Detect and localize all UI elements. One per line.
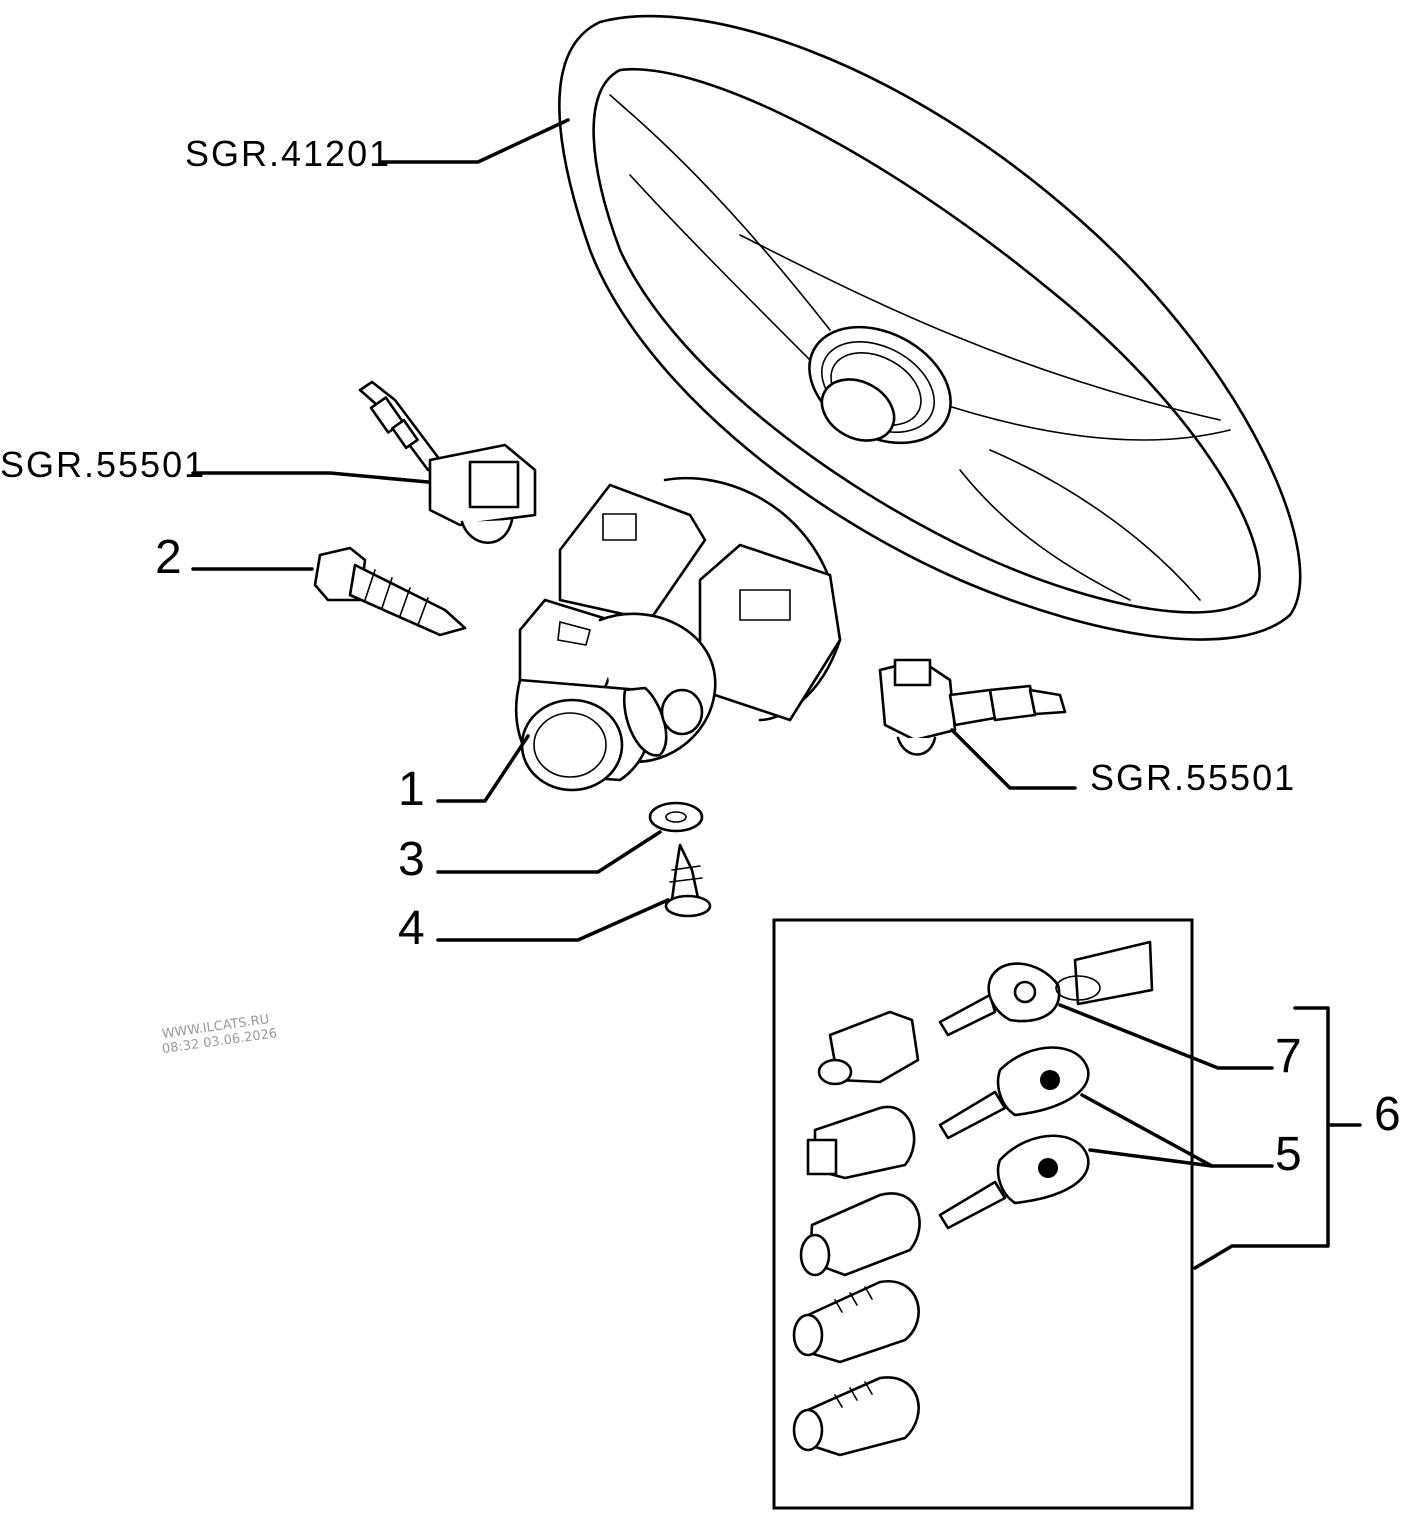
lock-cylinder-1[interactable] [817,1010,920,1086]
lock-cylinder-2[interactable] [806,1105,916,1180]
washer[interactable] [648,801,704,833]
leader-item-5a [1080,1093,1274,1168]
key-3[interactable] [938,1134,1090,1230]
callout-item-5[interactable]: 5 [1275,1128,1302,1181]
callout-item-4[interactable]: 4 [398,902,425,955]
leader-steering-wheel [378,118,570,164]
shear-bolt-screw[interactable] [313,546,467,637]
leader-item-5b [1088,1148,1214,1168]
key-2[interactable] [938,1046,1090,1140]
self-tapping-screw[interactable] [664,843,712,918]
ignition-switch-assembly[interactable] [514,476,842,792]
stalk-switch-right[interactable] [878,658,1067,756]
leader-switch-right [950,728,1077,790]
lock-cylinder-4[interactable] [792,1280,920,1364]
callout-item-3[interactable]: 3 [398,833,425,886]
stalk-switch-left[interactable] [358,380,537,545]
callout-switch-right-ref[interactable]: SGR.55501 [1090,757,1296,798]
callout-switch-left-ref[interactable]: SGR.55501 [0,444,206,485]
steering-wheel[interactable] [558,14,1302,641]
callout-item-7[interactable]: 7 [1275,1030,1302,1083]
leader-item-4 [436,898,670,942]
bracket-item-6 [1193,1006,1330,1270]
key-with-tag[interactable] [938,940,1154,1037]
callout-item-6[interactable]: 6 [1374,1088,1401,1141]
callout-item-1[interactable]: 1 [398,763,425,816]
lock-cylinder-5[interactable] [792,1376,920,1457]
lock-cylinder-3[interactable] [799,1192,921,1277]
leader-switch-left [191,471,430,484]
leader-item-7 [1058,1003,1274,1070]
leader-item-3 [436,830,662,874]
lock-kit-frame [772,918,1194,1510]
callout-steering-wheel-ref[interactable]: SGR.41201 [185,133,391,174]
leader-item-1 [436,734,530,803]
watermark: WWW.ILCATS.RU 08:32 03.06.2026 [161,1012,278,1057]
callout-item-2[interactable]: 2 [155,531,182,584]
